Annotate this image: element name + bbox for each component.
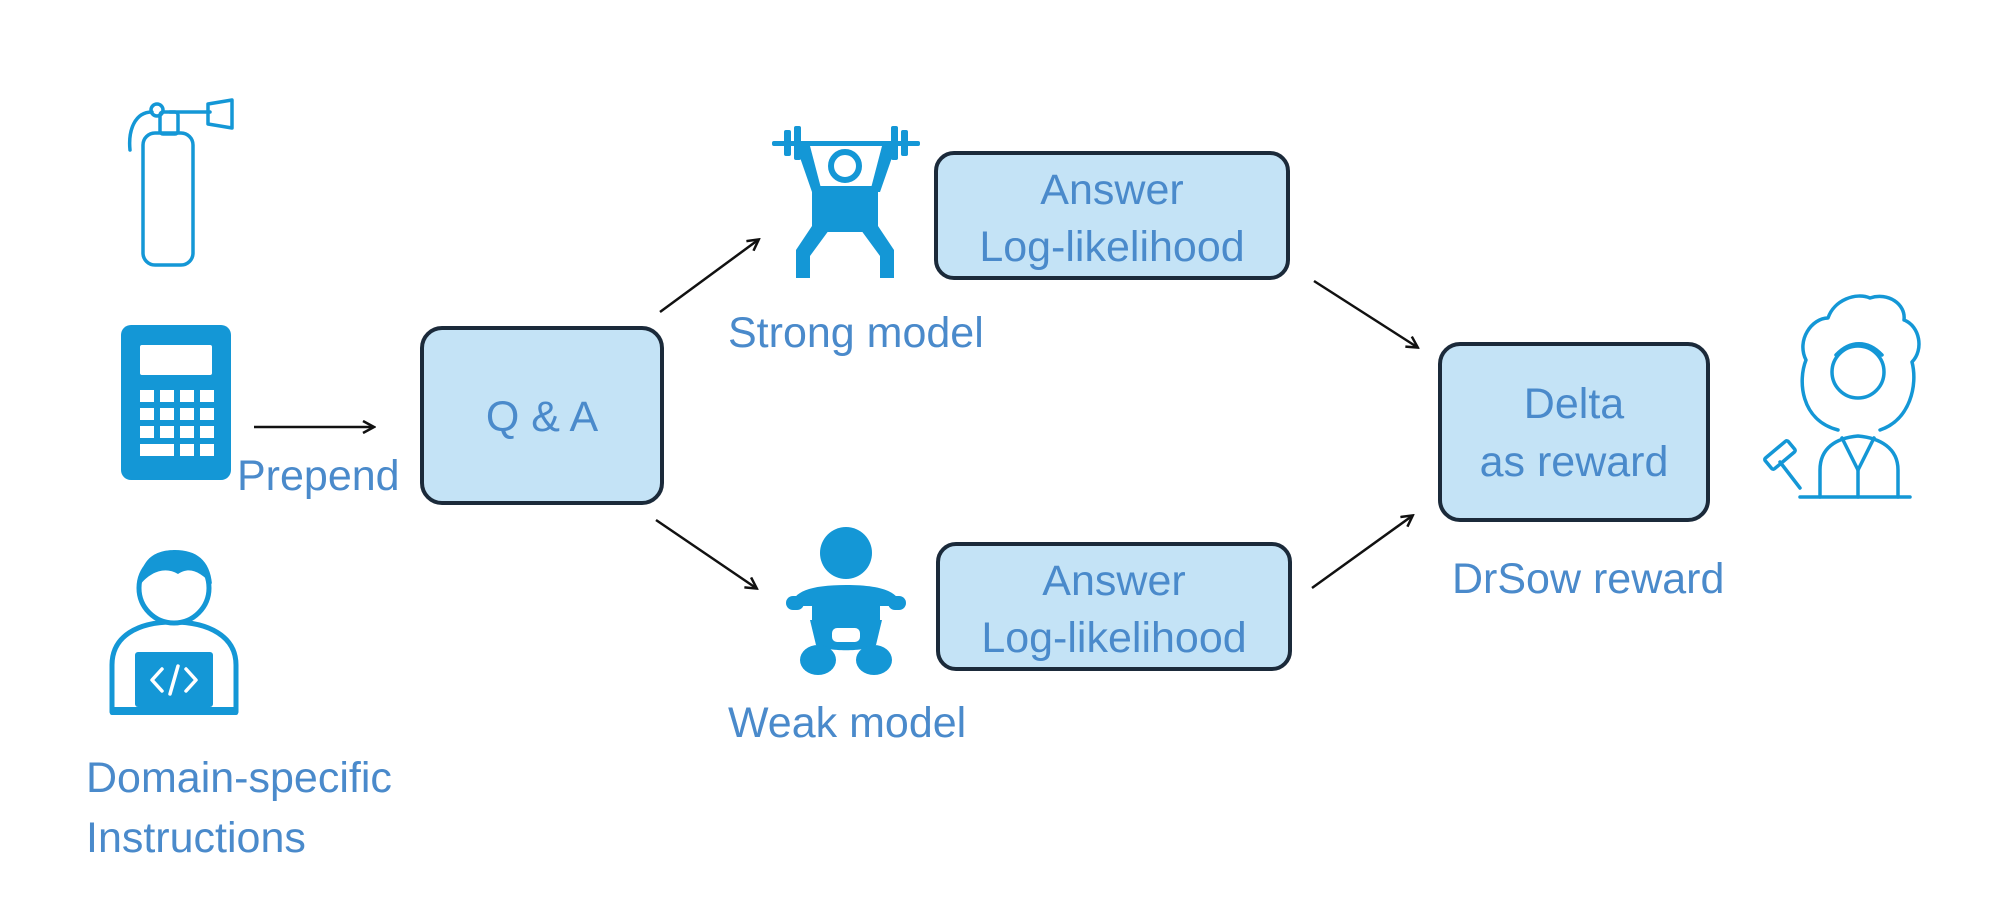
judge-icon: [1763, 294, 1921, 499]
strong-model-label: Strong model: [728, 309, 984, 357]
arrow-strong-to-reward: [1313, 279, 1417, 347]
qa-box: [420, 326, 664, 505]
fire-extinguisher-icon: [127, 98, 234, 267]
reward-box-line1: Delta: [1524, 380, 1624, 428]
arrow-to-strong-model: [659, 240, 758, 314]
weak-answer-box: [936, 542, 1292, 671]
weak-answer-box-line1: Answer: [1042, 557, 1185, 605]
calculator-icon: [121, 325, 231, 480]
instructions-label-line1: Domain-specific: [86, 754, 392, 802]
developer-icon: [109, 550, 239, 715]
reward-box: [1438, 342, 1710, 522]
strong-answer-box-line1: Answer: [1040, 166, 1183, 214]
reward-box-line2: as reward: [1480, 438, 1669, 486]
instructions-label-line2: Instructions: [86, 814, 306, 862]
qa-box-label: Q & A: [486, 393, 599, 441]
baby-icon: [786, 527, 906, 675]
strong-answer-box-line2: Log-likelihood: [979, 223, 1244, 271]
weak-model-label: Weak model: [728, 699, 966, 747]
weak-answer-box-line2: Log-likelihood: [981, 614, 1246, 662]
prepend-label: Prepend: [237, 452, 400, 500]
arrow-weak-to-reward: [1311, 516, 1412, 590]
arrow-to-weak-model: [655, 518, 756, 588]
weightlifter-icon: [772, 126, 920, 278]
reward-label: DrSow reward: [1452, 555, 1724, 603]
strong-answer-box: [934, 151, 1290, 280]
